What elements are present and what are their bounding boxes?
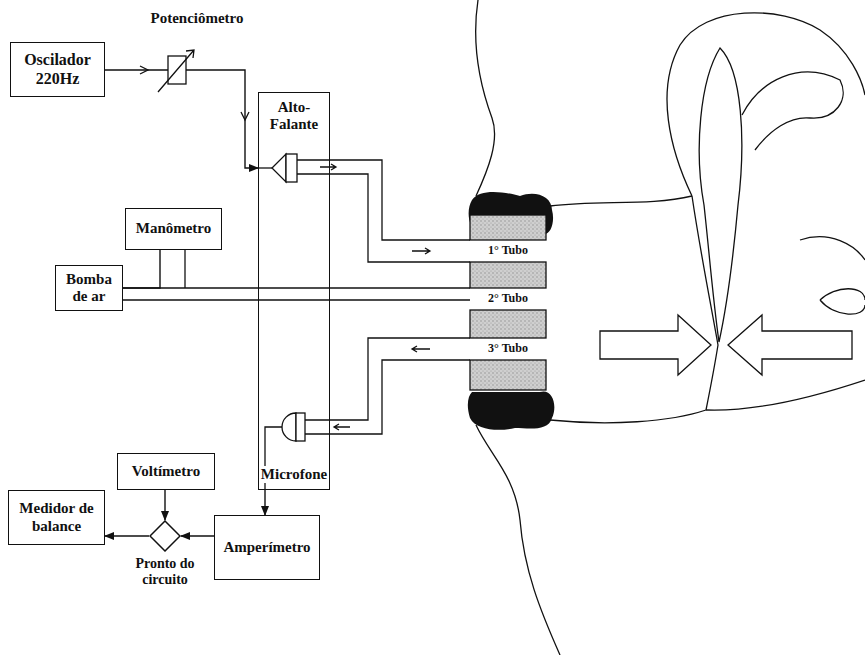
wire-connector [105, 70, 258, 168]
eardrum [706, 345, 718, 410]
node-caption: Pronto do circuito [123, 556, 207, 588]
air-pump-box: Bomba de ar [55, 265, 123, 311]
wire-connector [105, 535, 149, 536]
ear-plug [468, 391, 555, 429]
tube-wall [123, 287, 470, 288]
manometer-line [184, 250, 185, 288]
tube-label: 3° Tubo [472, 341, 544, 356]
transducer-panel: Alto-FalanteMicrofone [258, 92, 330, 490]
canal-wall [550, 196, 692, 206]
head-outline [476, 0, 495, 196]
tube-wall [297, 160, 470, 240]
tube-wall [297, 174, 470, 262]
component-label: Potenciômetro [132, 10, 262, 27]
potentiometer-arrow [158, 50, 194, 92]
wire-connector [123, 250, 160, 288]
tube-wall [123, 299, 470, 300]
node-label: Alto-Falante [261, 99, 327, 134]
microphone-symbol [282, 413, 296, 441]
flow-arrow [334, 424, 350, 430]
tube-label: 2° Tubo [472, 291, 544, 306]
wire-connector [264, 490, 265, 515]
speaker-symbol [272, 154, 286, 182]
wire-connector [164, 490, 165, 520]
middle-ear [706, 380, 865, 410]
wire-connector [181, 535, 214, 536]
canal-wall [550, 410, 706, 423]
stapes [820, 289, 865, 314]
flow-arrow [241, 112, 249, 120]
plug-block [470, 262, 546, 288]
pressure-arrow [600, 315, 711, 375]
oscillator-box: Oscilador 220Hz [10, 42, 105, 97]
wire [258, 167, 272, 168]
flow-arrow [412, 346, 430, 352]
node-label: Bomba de ar [60, 271, 118, 306]
middle-ear [667, 13, 865, 196]
middle-ear [800, 237, 865, 260]
tube-label: 1° Tubo [472, 243, 544, 258]
incus [742, 72, 843, 150]
malleus [699, 48, 742, 342]
node-label: Oscilador 220Hz [15, 51, 100, 88]
head-outline [476, 425, 560, 655]
plug-block [470, 360, 546, 390]
voltmeter-box: Voltímetro [117, 453, 215, 490]
flow-arrow [140, 66, 148, 74]
ammeter-box: Amperímetro [214, 515, 320, 580]
node-label: Microfone [260, 466, 328, 483]
balance-meter-box: Medidor de balance [8, 490, 105, 545]
plug-block [470, 310, 546, 338]
node-label: Voltímetro [132, 463, 200, 480]
diamond-outline [149, 520, 181, 552]
plug-block [470, 215, 546, 240]
node-label: Amperímetro [223, 539, 310, 556]
node-label: Medidor de balance [13, 500, 100, 535]
node-label: Manômetro [136, 220, 212, 237]
circuit-node-diamond: Pronto do circuito [149, 520, 181, 552]
speaker-symbol [286, 154, 297, 182]
microphone-symbol [296, 413, 305, 441]
pressure-arrow [728, 315, 852, 375]
flow-arrow [320, 164, 336, 170]
flow-arrow [412, 248, 430, 254]
manometer-box: Manômetro [125, 208, 222, 250]
